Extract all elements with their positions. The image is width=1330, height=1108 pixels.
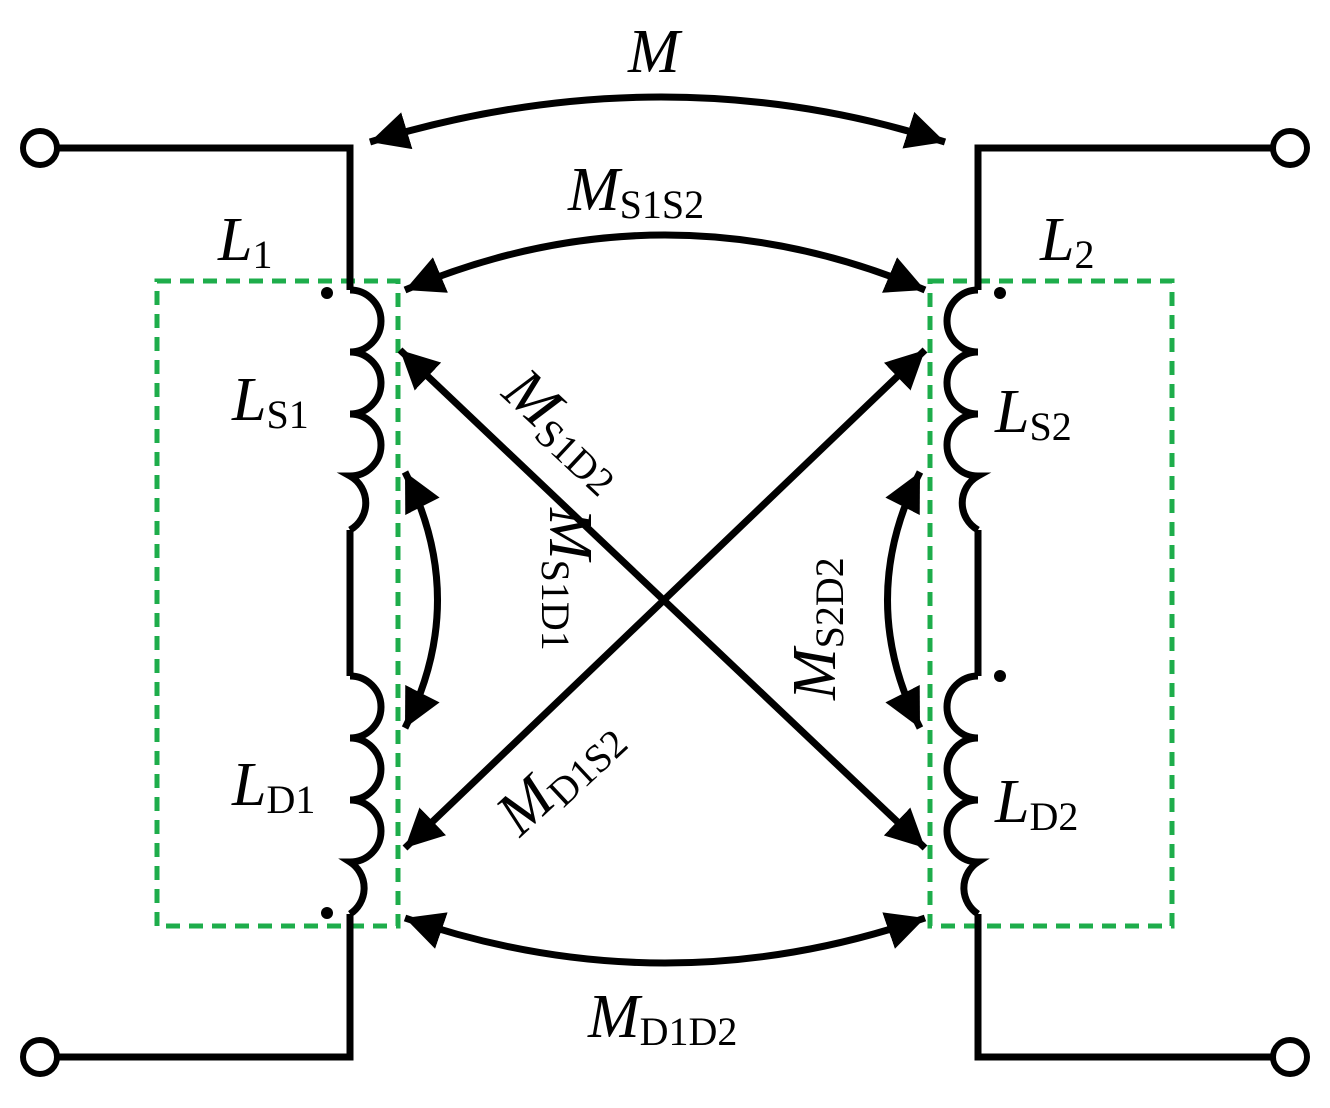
label-ld2: LD2	[994, 768, 1078, 839]
left-coil-box	[154, 278, 401, 929]
label-l1: L1	[217, 206, 272, 277]
label-l2: L2	[1039, 206, 1094, 277]
right-coil-s2	[943, 286, 992, 534]
left-coil-s1	[336, 286, 385, 534]
label-ms2d2: MS2D2	[781, 557, 852, 701]
label-ms1s2: MS1S2	[567, 156, 704, 227]
label-m: M	[627, 18, 683, 86]
terminal-bottom-left[interactable]	[20, 1037, 60, 1077]
arrow-md1d2	[403, 912, 927, 967]
arrow-ms1s2	[403, 231, 927, 294]
label-md1d2: MD1D2	[587, 983, 737, 1054]
arrow-ms1d1	[401, 470, 441, 730]
left-bottom-wire	[59, 914, 354, 1061]
left-coil-d1	[338, 672, 385, 917]
polarity-dot-ls2	[994, 287, 1006, 299]
terminal-top-right[interactable]	[1270, 128, 1310, 168]
polarity-dot-ld1	[321, 907, 333, 919]
polarity-dot-ls1	[321, 287, 333, 299]
arrow-md1s2	[402, 347, 928, 851]
label-ls1: LS1	[231, 366, 309, 437]
arrow-ms2d2	[884, 470, 924, 730]
left-top-wire	[59, 144, 354, 290]
label-ms1d2: MS1D2	[488, 355, 642, 505]
label-md1s2: MD1S2	[482, 701, 636, 851]
arrow-m	[368, 93, 947, 150]
label-ms1d1: MS1D1	[533, 507, 604, 651]
right-top-wire	[974, 144, 1271, 290]
label-ls2: LS2	[994, 378, 1072, 449]
terminal-bottom-right[interactable]	[1270, 1037, 1310, 1077]
right-bottom-wire	[974, 914, 1271, 1061]
label-ld1: LD1	[231, 751, 315, 822]
polarity-dot-ld2	[994, 670, 1006, 682]
terminal-top-left[interactable]	[20, 128, 60, 168]
right-coil-d2	[943, 672, 990, 917]
right-coil-box	[927, 278, 1175, 929]
